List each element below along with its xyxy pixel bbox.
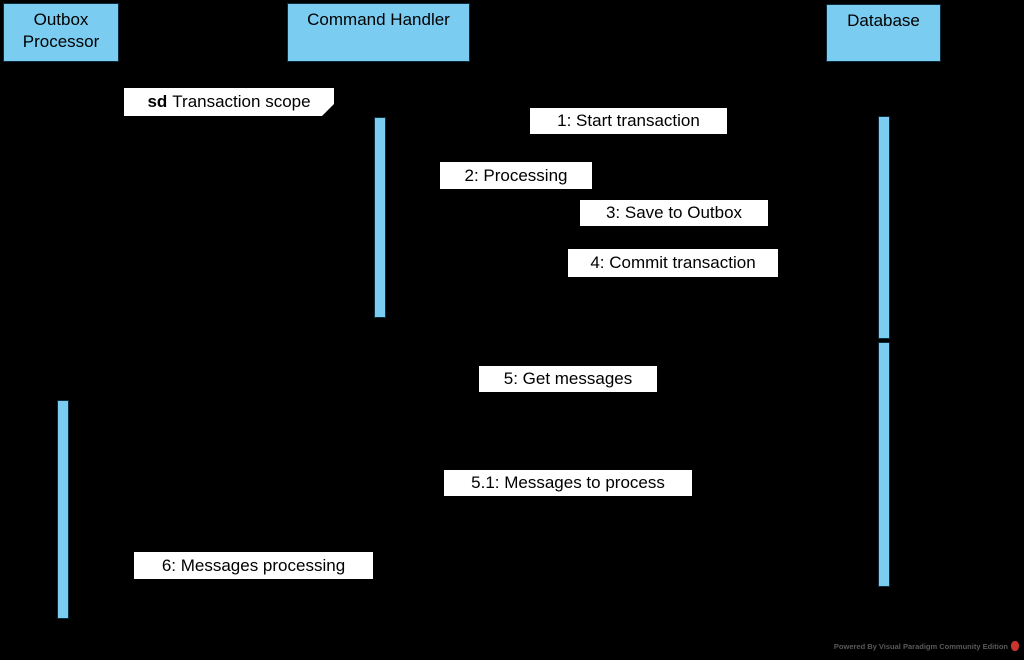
message-label-commit-transaction: 4: Commit transaction: [568, 249, 778, 277]
lifeline-database: Database: [826, 4, 941, 62]
visual-paradigm-logo-icon: [1011, 641, 1019, 651]
fragment-operator: sd: [147, 92, 168, 111]
watermark-text: Powered By Visual Paradigm Community Edi…: [833, 641, 1008, 651]
message-label-messages-processing: 6: Messages processing: [134, 552, 373, 579]
message-label-save-to-outbox: 3: Save to Outbox: [580, 200, 768, 226]
lifeline-label: Command Handler: [307, 10, 450, 29]
activation-bar-outbox-processor: [57, 400, 69, 619]
fragment-operator-label: sd Transaction scope: [124, 88, 334, 116]
watermark: Powered By Visual Paradigm Community Edi…: [834, 640, 1019, 652]
lifeline-command-handler: Command Handler: [287, 3, 470, 62]
lifeline-outbox-processor: Outbox Processor: [3, 3, 119, 62]
message-label-processing: 2: Processing: [440, 162, 592, 189]
fragment-name: Transaction scope: [172, 92, 311, 111]
message-label-messages-to-process: 5.1: Messages to process: [444, 470, 692, 496]
message-label-start-transaction: 1: Start transaction: [530, 108, 727, 134]
lifeline-label: Database: [847, 11, 920, 30]
activation-bar-command-handler: [374, 117, 386, 318]
lifeline-label: Outbox Processor: [22, 10, 100, 51]
activation-bar-database-first: [878, 116, 890, 339]
message-label-get-messages: 5: Get messages: [479, 366, 657, 392]
activation-bar-database-second: [878, 342, 890, 587]
